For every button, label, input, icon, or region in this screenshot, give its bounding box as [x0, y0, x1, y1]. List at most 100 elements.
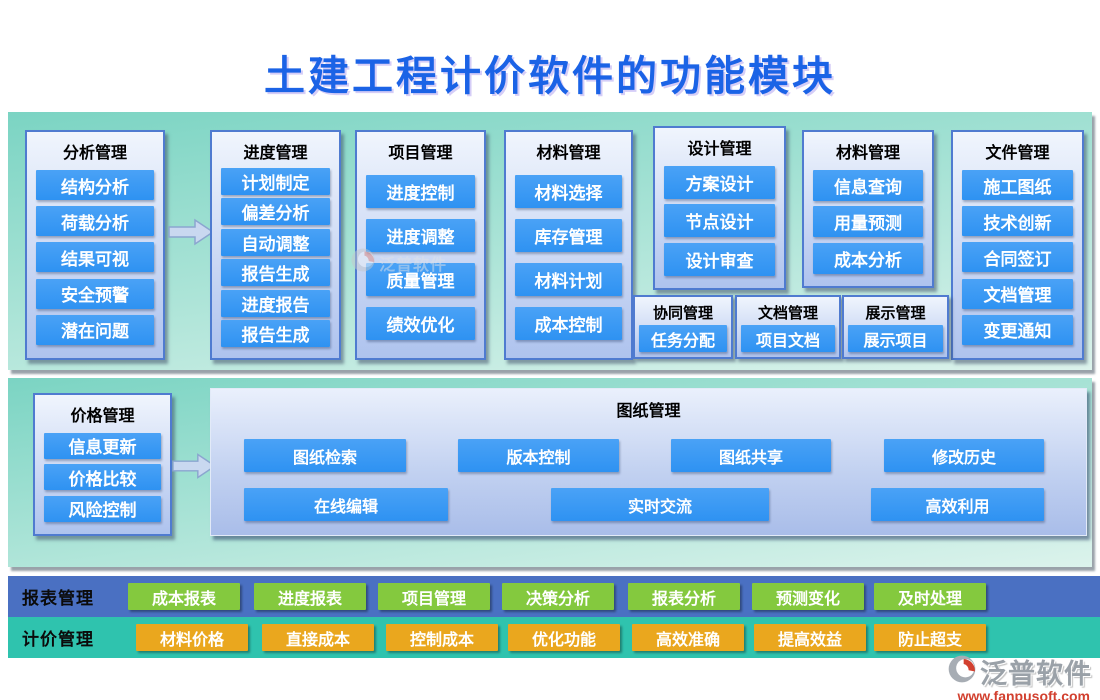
module-item: 材料选择 [515, 175, 622, 208]
module-item: 价格比较 [44, 464, 161, 490]
module-item: 绩效优化 [366, 307, 475, 340]
module-item: 方案设计 [664, 165, 775, 199]
module-item: 控制成本 [386, 624, 498, 651]
panel-analysis-management: 分析管理 结构分析 荷载分析 结果可视 安全预警 潜在问题 [25, 130, 165, 360]
brand-name: 泛普软件 [980, 659, 1092, 689]
module-item: 项目文档 [741, 325, 835, 352]
drawing-modules-band: 价格管理 信息更新 价格比较 风险控制 图纸管理 图纸检索 版本控制 图纸共享 … [8, 378, 1092, 567]
panel-header: 文件管理 [985, 145, 1050, 162]
module-item: 偏差分析 [221, 198, 330, 226]
panel-items: 施工图纸 技术创新 合同签订 文档管理 变更通知 [962, 164, 1073, 351]
panel-header: 图纸管理 [616, 403, 681, 420]
flow-arrow-icon [172, 452, 217, 485]
module-item: 高效利用 [871, 488, 1044, 521]
row-label: 计价管理 [22, 630, 94, 649]
module-item: 展示项目 [848, 325, 943, 352]
panel-items: 结构分析 荷载分析 结果可视 安全预警 潜在问题 [36, 164, 154, 351]
row-label: 报表管理 [22, 589, 94, 608]
brand-url: www.fanpusoft.com [957, 688, 1090, 700]
module-item: 风险控制 [44, 495, 161, 522]
module-item: 信息更新 [44, 432, 161, 459]
panel-progress-management: 进度管理 计划制定 偏差分析 自动调整 报告生成 进度报告 报告生成 [210, 130, 341, 360]
page-title: 土建工程计价软件的功能模块 [264, 53, 836, 99]
panel-price-management: 价格管理 信息更新 价格比较 风险控制 [33, 393, 172, 536]
brand-line: 泛普软件 [947, 652, 1092, 691]
panel-items: 进度控制 进度调整 质量管理 绩效优化 [366, 164, 475, 351]
module-item: 防止超支 [874, 624, 986, 651]
panel-items: 方案设计 节点设计 设计审查 [664, 160, 775, 281]
module-item: 潜在问题 [36, 314, 154, 345]
module-item: 自动调整 [221, 228, 330, 256]
mini-panel-collaboration-management: 协同管理 任务分配 [633, 295, 733, 359]
module-item: 技术创新 [962, 206, 1073, 237]
report-management-row: 报表管理 成本报表 进度报表 项目管理 决策分析 报表分析 预测变化 及时处理 [8, 576, 1100, 617]
module-item: 成本分析 [813, 242, 923, 274]
panel-header: 设计管理 [687, 141, 752, 158]
mini-panel-display-management: 展示管理 展示项目 [842, 295, 949, 359]
module-item: 实时交流 [551, 488, 769, 521]
top-modules-band: 分析管理 结构分析 荷载分析 结果可视 安全预警 潜在问题 进度管理 计划制定 … [8, 112, 1092, 370]
module-item: 修改历史 [884, 439, 1044, 472]
module-item: 任务分配 [639, 325, 727, 352]
module-item: 质量管理 [366, 263, 475, 296]
panel-header: 协同管理 [652, 305, 713, 322]
module-item: 进度调整 [366, 219, 475, 252]
module-item: 节点设计 [664, 204, 775, 237]
module-item: 信息查询 [813, 169, 923, 201]
module-item: 文档管理 [962, 278, 1073, 309]
module-item: 进度报表 [254, 583, 366, 610]
module-item: 报告生成 [221, 259, 330, 287]
panel-file-management: 文件管理 施工图纸 技术创新 合同签订 文档管理 变更通知 [951, 130, 1084, 360]
panel-design-management: 设计管理 方案设计 节点设计 设计审查 [653, 126, 786, 290]
module-item: 图纸共享 [671, 439, 831, 472]
module-item: 报表分析 [628, 583, 740, 610]
module-item: 决策分析 [502, 583, 614, 610]
pricing-management-row: 计价管理 材料价格 直接成本 控制成本 优化功能 高效准确 提高效益 防止超支 [8, 617, 1100, 658]
flow-arrow-icon [168, 218, 215, 251]
module-item: 版本控制 [458, 439, 619, 472]
panel-material-management-1: 材料管理 材料选择 库存管理 材料计划 成本控制 [504, 130, 633, 360]
panel-header: 文档管理 [757, 305, 818, 322]
brand-footer: 泛普软件 www.fanpusoft.com [947, 652, 1092, 700]
module-item: 及时处理 [874, 583, 986, 610]
module-item: 成本报表 [128, 583, 240, 610]
module-item: 在线编辑 [244, 488, 448, 521]
module-item: 库存管理 [515, 219, 622, 252]
module-item: 施工图纸 [962, 170, 1073, 201]
module-item: 结构分析 [36, 170, 154, 201]
module-item: 进度控制 [366, 175, 475, 208]
module-item: 用量预测 [813, 206, 923, 237]
module-item: 预测变化 [752, 583, 864, 610]
panel-items: 材料选择 库存管理 材料计划 成本控制 [515, 164, 622, 351]
module-item: 安全预警 [36, 278, 154, 309]
panel-project-management: 项目管理 进度控制 进度调整 质量管理 绩效优化 [355, 130, 486, 360]
module-item: 材料计划 [515, 263, 622, 296]
panel-header: 材料管理 [536, 145, 601, 162]
module-item: 高效准确 [632, 624, 744, 651]
module-item: 成本控制 [515, 307, 622, 340]
module-item: 结果可视 [36, 242, 154, 273]
panel-header: 价格管理 [70, 408, 135, 425]
panel-header: 项目管理 [388, 145, 453, 162]
panel-drawing-management: 图纸管理 图纸检索 版本控制 图纸共享 修改历史 在线编辑 实时交流 高效利用 [210, 388, 1087, 536]
panel-header: 进度管理 [243, 145, 308, 162]
fanpu-logo-icon [947, 654, 977, 689]
module-item: 图纸检索 [244, 439, 406, 472]
panel-items: 信息更新 价格比较 风险控制 [44, 427, 161, 527]
panel-material-management-2: 材料管理 信息查询 用量预测 成本分析 [802, 130, 934, 288]
module-item: 材料价格 [136, 624, 248, 651]
panel-items: 信息查询 用量预测 成本分析 [813, 164, 923, 279]
module-item: 项目管理 [378, 583, 490, 610]
panel-header: 分析管理 [62, 145, 127, 162]
module-item: 进度报告 [221, 289, 330, 317]
module-item: 计划制定 [221, 167, 330, 195]
module-item: 变更通知 [962, 314, 1073, 345]
panel-header: 展示管理 [865, 305, 926, 322]
panel-header: 材料管理 [835, 145, 900, 162]
module-item: 荷载分析 [36, 206, 154, 237]
panel-items: 计划制定 偏差分析 自动调整 报告生成 进度报告 报告生成 [221, 164, 330, 351]
module-item: 设计审查 [664, 242, 775, 276]
module-item: 报告生成 [221, 320, 330, 348]
mini-panel-document-management: 文档管理 项目文档 [735, 295, 841, 359]
